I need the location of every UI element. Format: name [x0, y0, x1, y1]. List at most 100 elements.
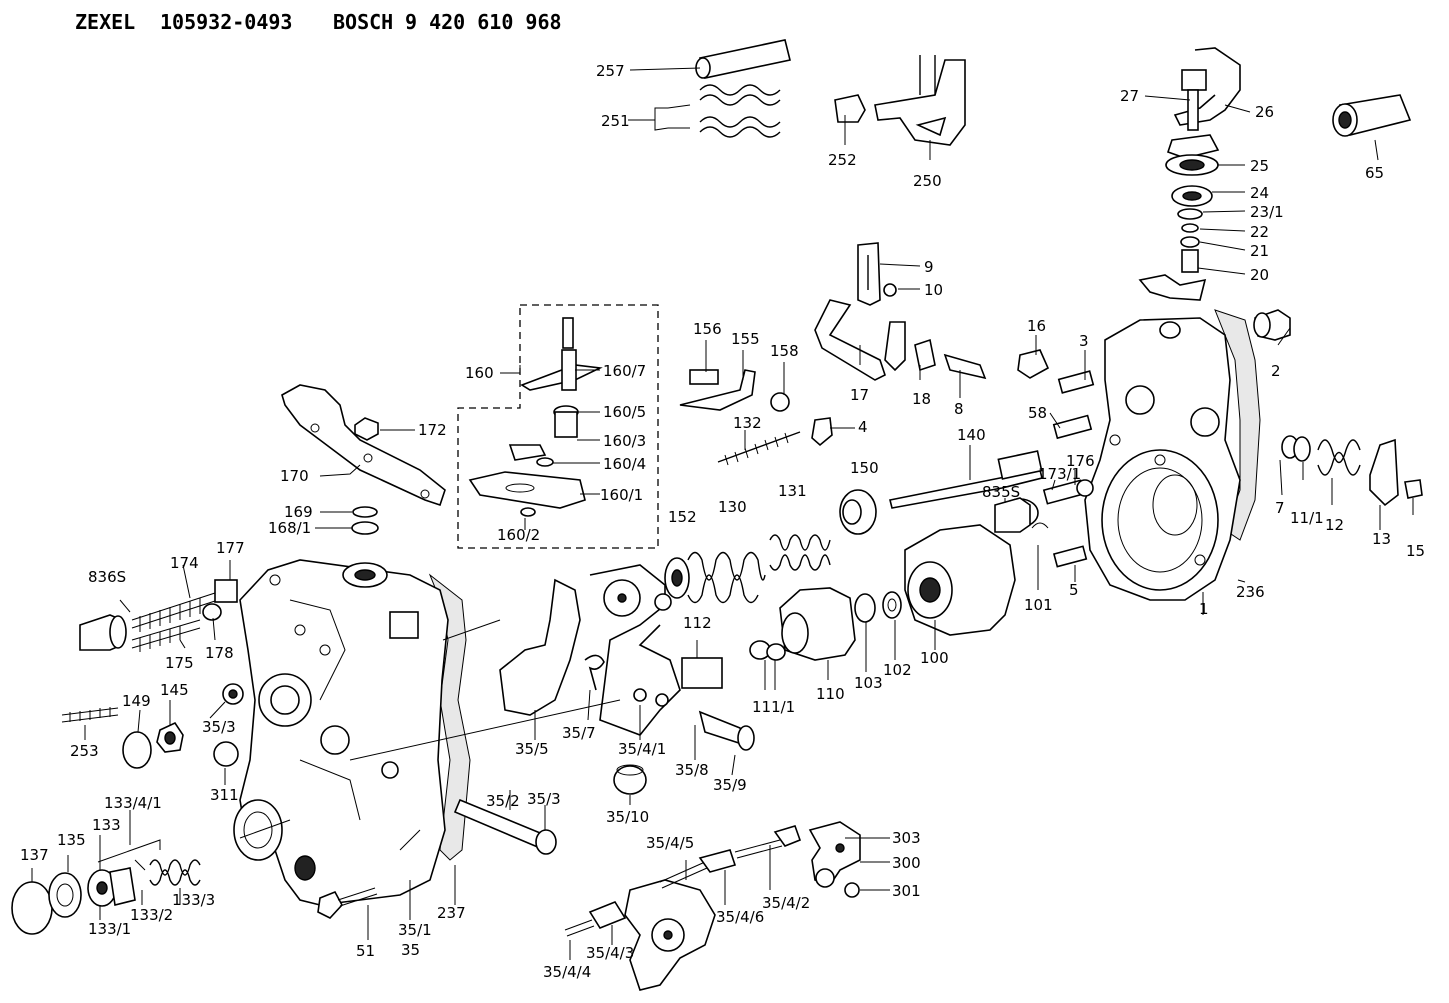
- label-18: 18: [912, 390, 931, 408]
- spring-assembly: [664, 489, 877, 604]
- parts-35-8-35-10: [613, 710, 755, 795]
- label-303: 303: [892, 829, 921, 847]
- housing-small-parts: [994, 309, 1423, 568]
- label-132: 132: [733, 414, 762, 432]
- label-27: 27: [1120, 87, 1139, 105]
- label-5: 5: [1069, 581, 1079, 599]
- parts-35-4-assembly: [564, 825, 802, 991]
- lower-left-parts: [61, 683, 244, 769]
- label-35-4-3: 35/4/3: [586, 944, 634, 962]
- label-35-10: 35/10: [606, 808, 649, 826]
- plug-836s: [79, 614, 127, 651]
- label-257: 257: [596, 62, 625, 80]
- label-100: 100: [920, 649, 949, 667]
- label-160-1: 160/1: [600, 486, 643, 504]
- label-11-1: 11/1: [1290, 509, 1324, 527]
- header-bosch-number: 9 420 610 968: [405, 10, 562, 34]
- assembly-160-box: [457, 304, 659, 549]
- label-65: 65: [1365, 164, 1384, 182]
- label-175: 175: [165, 654, 194, 672]
- label-301: 301: [892, 882, 921, 900]
- header-zexel-number: 105932-0493: [160, 10, 293, 34]
- label-236: 236: [1236, 583, 1265, 601]
- label-250: 250: [913, 172, 942, 190]
- header-brand-zexel: ZEXEL: [75, 10, 136, 34]
- label-135: 135: [57, 831, 86, 849]
- label-2: 2: [1271, 362, 1281, 380]
- header-brand-bosch: BOSCH: [333, 10, 394, 34]
- label-3: 3: [1079, 332, 1089, 350]
- label-35-4-6: 35/4/6: [716, 908, 764, 926]
- label-133: 133: [92, 816, 121, 834]
- label-177: 177: [216, 539, 245, 557]
- label-836s: 836S: [88, 568, 126, 586]
- label-237: 237: [437, 904, 466, 922]
- label-156: 156: [693, 320, 722, 338]
- label-251: 251: [601, 112, 630, 130]
- label-51: 51: [356, 942, 375, 960]
- label-35-9: 35/9: [713, 776, 747, 794]
- label-160: 160: [465, 364, 494, 382]
- label-4: 4: [858, 418, 868, 436]
- label-35-7: 35/7: [562, 724, 596, 742]
- label-24: 24: [1250, 184, 1269, 202]
- label-1: 1: [1199, 600, 1209, 618]
- label-168-1: 168/1: [268, 519, 311, 537]
- label-35-2: 35/2: [486, 792, 520, 810]
- part-65: [1332, 94, 1412, 137]
- label-160-7: 160/7: [603, 362, 646, 380]
- label-178: 178: [205, 644, 234, 662]
- label-35: 35: [401, 941, 420, 959]
- label-101: 101: [1024, 596, 1053, 614]
- label-25: 25: [1250, 157, 1269, 175]
- governor-lever: [499, 564, 681, 736]
- label-158: 158: [770, 342, 799, 360]
- label-9: 9: [924, 258, 934, 276]
- label-58: 58: [1028, 404, 1047, 422]
- label-160-2: 160/2: [497, 526, 540, 544]
- label-174: 174: [170, 554, 199, 572]
- part-labels: 257 251 252 250 27 26 25 24 23/1 22 21 2…: [20, 62, 1425, 981]
- label-137: 137: [20, 846, 49, 864]
- governor-parts-center: [681, 524, 1016, 689]
- label-172: 172: [418, 421, 447, 439]
- label-35-5: 35/5: [515, 740, 549, 758]
- label-22: 22: [1250, 223, 1269, 241]
- label-35-3a: 35/3: [202, 718, 236, 736]
- label-10: 10: [924, 281, 943, 299]
- label-35-4-2: 35/4/2: [762, 894, 810, 912]
- label-26: 26: [1255, 103, 1274, 121]
- label-160-4: 160/4: [603, 455, 646, 473]
- label-252: 252: [828, 151, 857, 169]
- top-parts-left: [667, 39, 966, 146]
- parts-155-158: [679, 369, 790, 412]
- label-21: 21: [1250, 242, 1269, 260]
- label-133-1: 133/1: [88, 920, 131, 938]
- label-835s: 835S: [982, 483, 1020, 501]
- label-102: 102: [883, 661, 912, 679]
- label-160-5: 160/5: [603, 403, 646, 421]
- label-253: 253: [70, 742, 99, 760]
- label-145: 145: [160, 681, 189, 699]
- label-35-3b: 35/3: [527, 790, 561, 808]
- label-133-3: 133/3: [172, 891, 215, 909]
- label-35-8: 35/8: [675, 761, 709, 779]
- label-16: 16: [1027, 317, 1046, 335]
- label-300: 300: [892, 854, 921, 872]
- label-17: 17: [850, 386, 869, 404]
- label-131: 131: [778, 482, 807, 500]
- label-35-4-5: 35/4/5: [646, 834, 694, 852]
- label-35-4-4: 35/4/4: [543, 963, 591, 981]
- label-152: 152: [668, 508, 697, 526]
- bolts-174-175: [131, 579, 238, 652]
- rod-132: [717, 417, 833, 466]
- label-20: 20: [1250, 266, 1269, 284]
- label-150: 150: [850, 459, 879, 477]
- label-155: 155: [731, 330, 760, 348]
- label-140: 140: [957, 426, 986, 444]
- label-15: 15: [1406, 542, 1425, 560]
- label-35-4-1: 35/4/1: [618, 740, 666, 758]
- parts-300-303: [808, 821, 861, 898]
- label-112: 112: [683, 614, 712, 632]
